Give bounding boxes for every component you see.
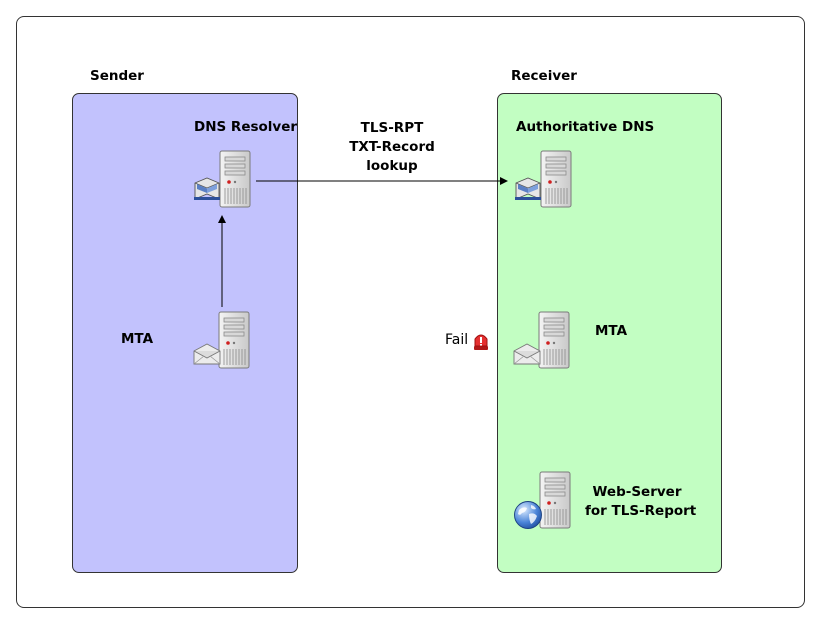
web-server-label-line1: Web-Server bbox=[592, 484, 682, 500]
server-mail-icon bbox=[513, 311, 570, 369]
fail-label: Fail bbox=[445, 332, 469, 348]
server-mail-icon bbox=[193, 311, 250, 369]
server-book-icon bbox=[194, 150, 251, 208]
diagram-frame bbox=[16, 16, 805, 608]
web-server-label: Web-Server for TLS-Report bbox=[585, 483, 697, 521]
server-globe-icon bbox=[514, 471, 571, 529]
receiver-zone bbox=[497, 93, 722, 573]
receiver-zone-title: Receiver bbox=[511, 68, 577, 84]
dns-resolver-label: DNS Resolver bbox=[194, 119, 298, 135]
server-book-icon bbox=[515, 150, 572, 208]
lookup-edge-label-line1: TLS-RPT bbox=[360, 120, 424, 136]
sender-mta-label: MTA bbox=[121, 331, 154, 347]
authoritative-dns-label: Authoritative DNS bbox=[516, 119, 655, 135]
alert-siren-icon bbox=[474, 334, 488, 350]
receiver-mta-label: MTA bbox=[595, 323, 628, 339]
sender-zone-title: Sender bbox=[90, 68, 144, 84]
lookup-edge-label: TLS-RPT TXT-Record lookup bbox=[336, 119, 448, 176]
lookup-edge-label-line2: TXT-Record bbox=[349, 139, 435, 155]
sender-zone bbox=[72, 93, 298, 573]
web-server-label-line2: for TLS-Report bbox=[585, 503, 697, 519]
lookup-edge-label-line3: lookup bbox=[366, 158, 418, 174]
